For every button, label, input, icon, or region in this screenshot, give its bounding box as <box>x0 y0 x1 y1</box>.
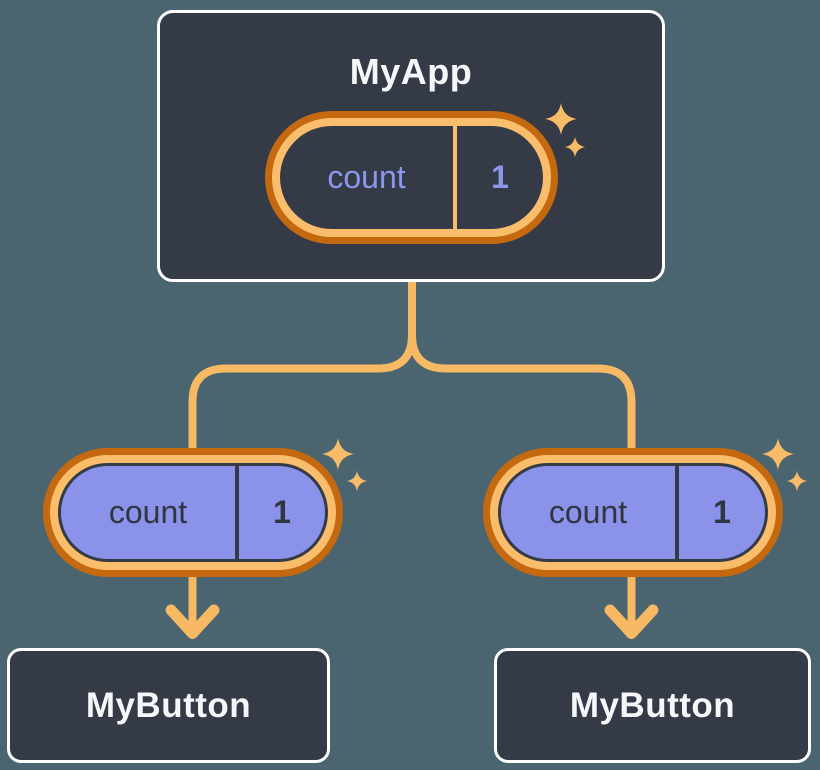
prop-pill-left-value-segment: 1 <box>239 466 325 559</box>
branch-right-line <box>408 274 636 456</box>
sparkle-icon <box>762 438 794 470</box>
state-pill-root-ring: count 1 <box>272 118 551 237</box>
prop-value: 1 <box>713 494 731 530</box>
state-pill-root: count 1 <box>265 111 558 244</box>
root-card-title: MyApp <box>349 51 473 92</box>
branch-left-line <box>188 274 416 456</box>
prop-pill-right-ring: count 1 <box>490 455 776 570</box>
child-component-card-right: MyButton <box>494 648 811 763</box>
arrowhead-down-left-icon <box>165 604 220 639</box>
prop-pill-right-value-segment: 1 <box>679 466 765 559</box>
pill-divider <box>675 466 679 559</box>
sparkle-icon <box>322 438 354 470</box>
child-card-title: MyButton <box>569 685 736 725</box>
state-name-label: count <box>327 159 406 195</box>
state-pill-root-label-segment: count <box>280 126 453 229</box>
prop-pill-left-ring: count 1 <box>50 455 336 570</box>
pill-divider <box>235 466 239 559</box>
state-pill-root-value-segment: 1 <box>457 126 543 229</box>
child-card-title: MyButton <box>85 685 252 725</box>
prop-name-label: count <box>108 494 188 530</box>
prop-pill-right: count 1 <box>483 448 783 577</box>
prop-value: 1 <box>273 494 291 530</box>
sparkle-icon <box>346 470 368 492</box>
root-component-card: MyApp count 1 <box>157 10 665 282</box>
prop-name-label: count <box>548 494 628 530</box>
state-value: 1 <box>491 159 509 195</box>
state-pill-root-body: count 1 <box>280 126 543 229</box>
prop-pill-left: count 1 <box>43 448 343 577</box>
prop-pill-left-label-segment: count <box>61 466 235 559</box>
prop-pill-left-body: count 1 <box>58 463 328 562</box>
sparkle-icon <box>786 470 808 492</box>
child-component-card-left: MyButton <box>7 648 330 763</box>
prop-pill-right-body: count 1 <box>498 463 768 562</box>
arrowhead-down-right-icon <box>604 604 659 639</box>
pill-divider <box>453 126 457 229</box>
prop-pill-right-label-segment: count <box>501 466 675 559</box>
